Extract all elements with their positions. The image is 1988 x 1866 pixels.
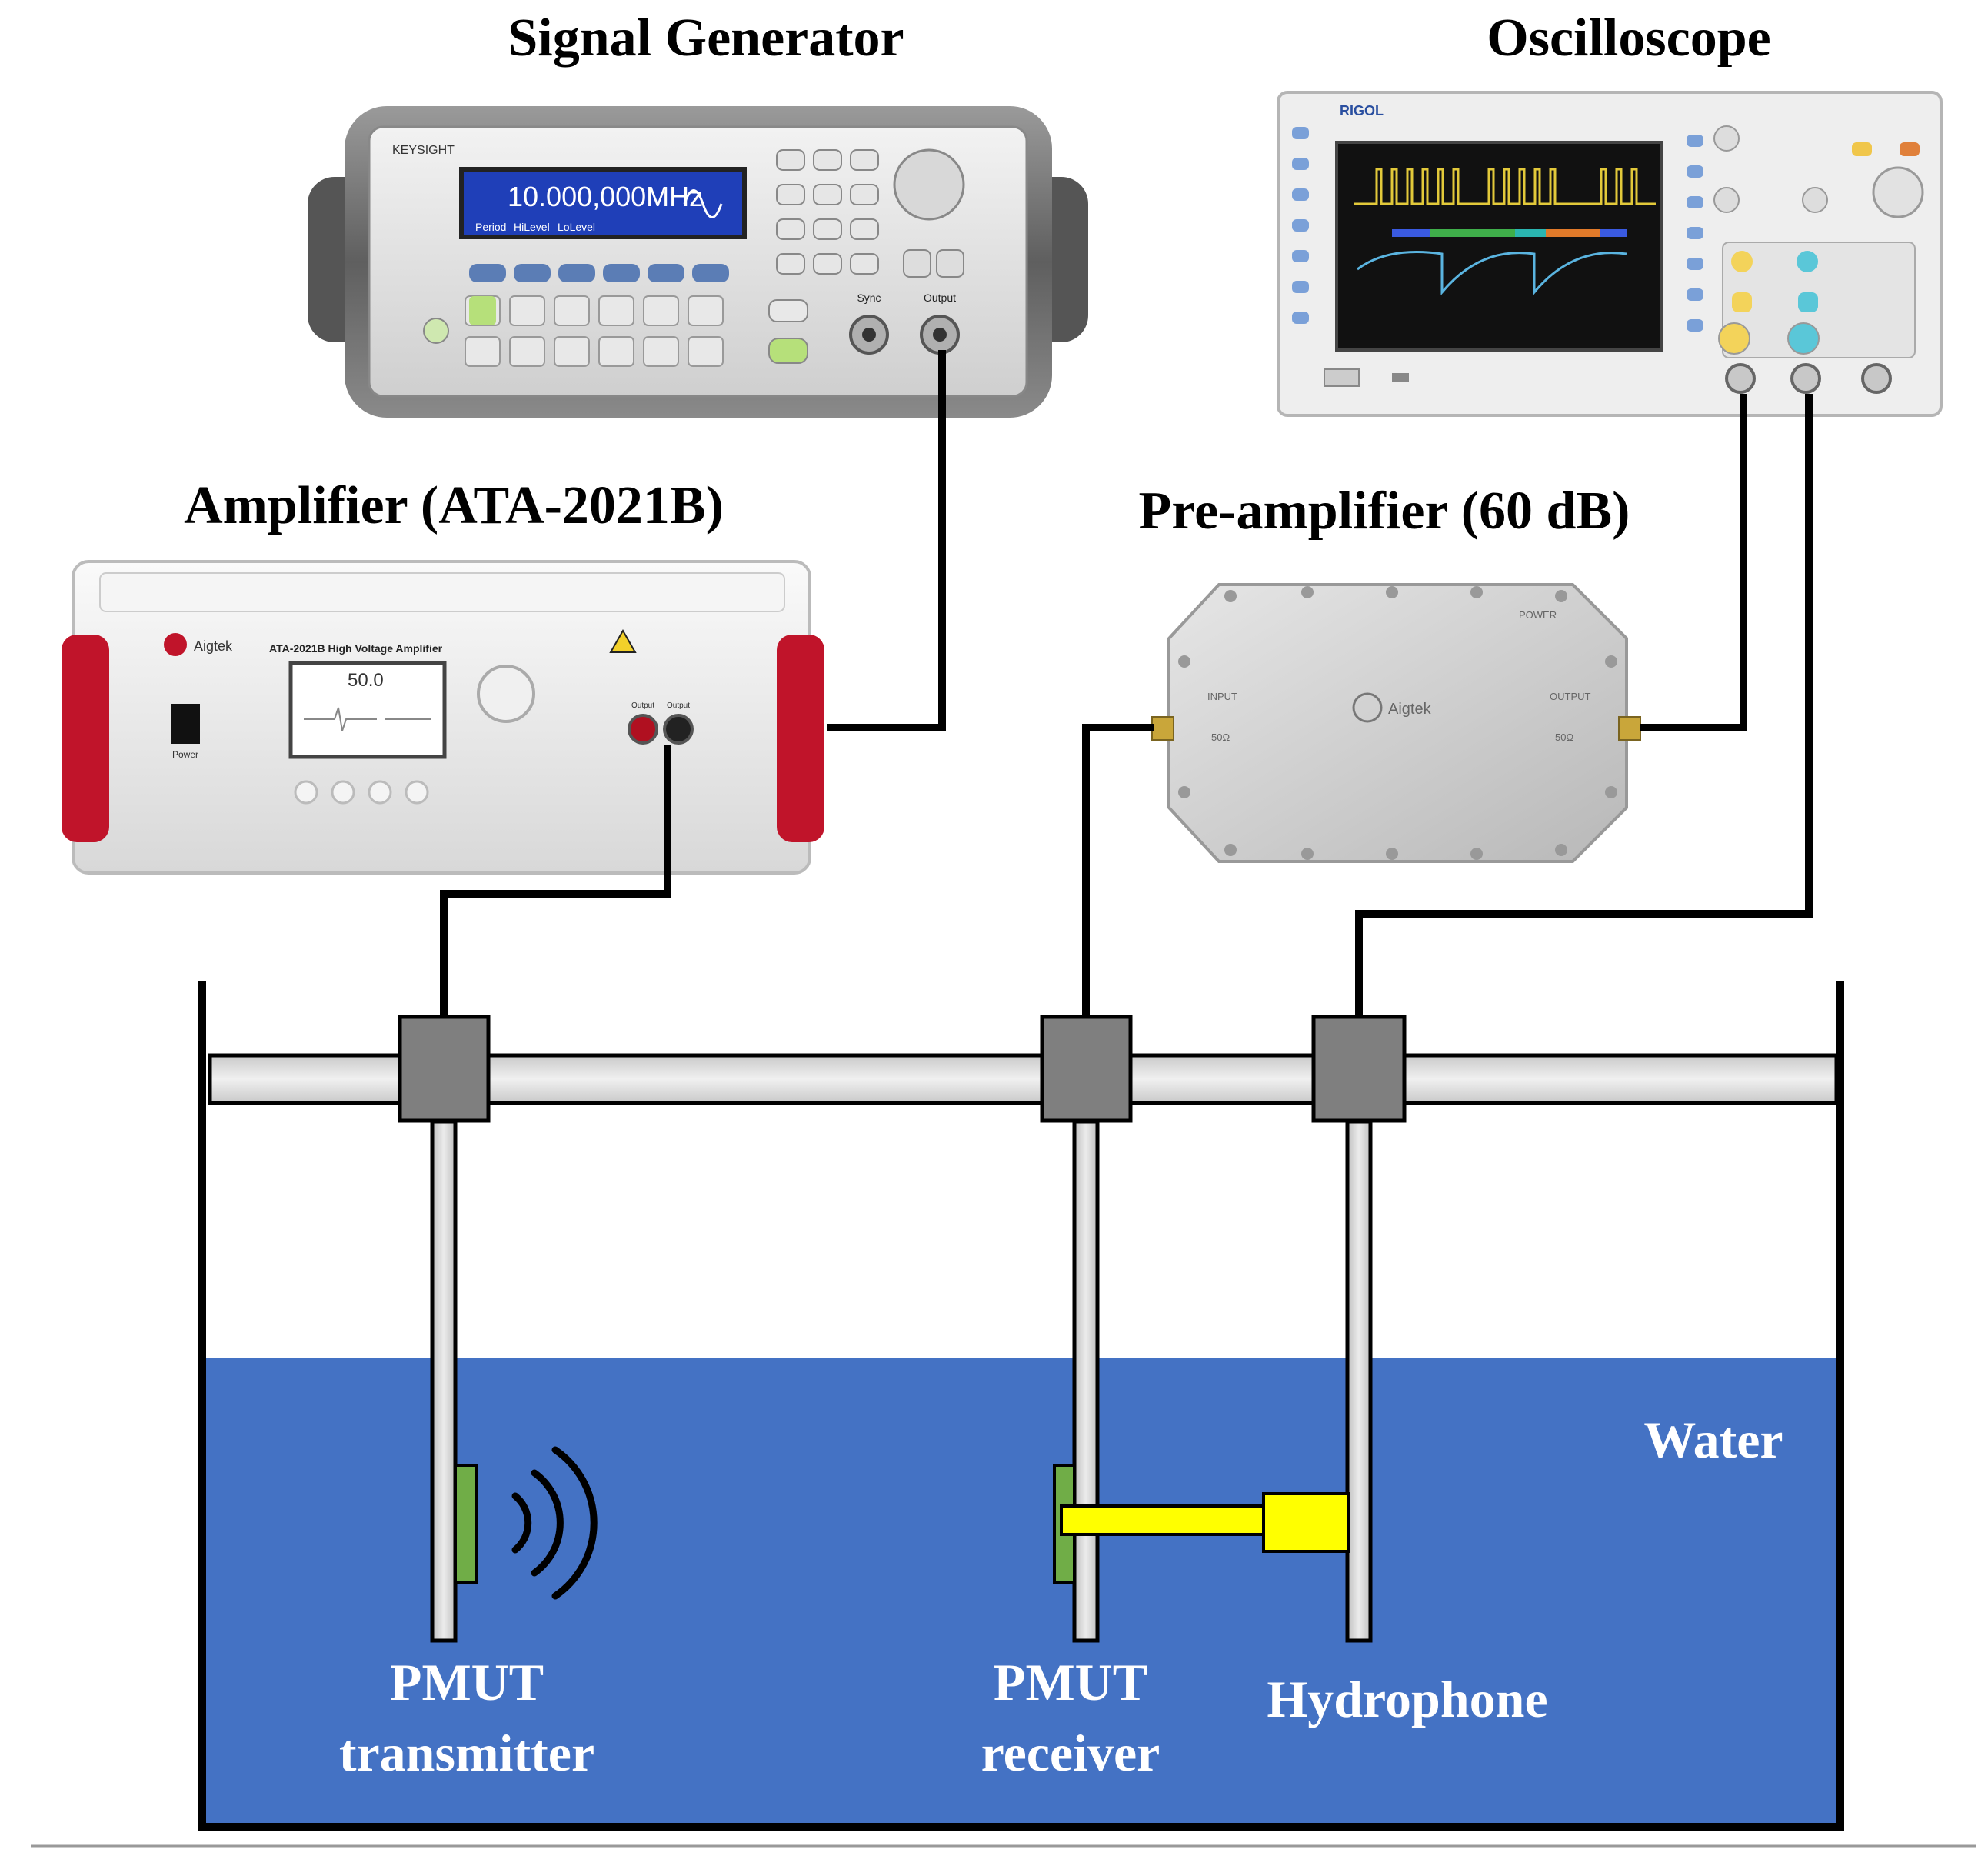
output-label: Output bbox=[924, 292, 956, 304]
preamp-input-sma-connector bbox=[1151, 716, 1174, 741]
hydrophone-clamp bbox=[1311, 1015, 1407, 1123]
sg-softkey-period: Period bbox=[475, 221, 506, 233]
pmut-transmitter-label-line1: PMUT bbox=[390, 1653, 544, 1711]
receiver-rod bbox=[1072, 1119, 1100, 1643]
amplifier: Aigtek ATA-2021B High Voltage Amplifier … bbox=[62, 560, 824, 875]
ch1-bnc-connector bbox=[1725, 363, 1756, 394]
transmitter-clamp bbox=[398, 1015, 491, 1123]
amplifier-buttons bbox=[294, 780, 429, 805]
receiver-clamp bbox=[1040, 1015, 1133, 1123]
sg-softkey-lolevel: LoLevel bbox=[558, 221, 595, 233]
hydrophone-rod bbox=[1345, 1119, 1373, 1643]
aigtek-logo-icon bbox=[164, 633, 187, 656]
preamplifier: POWER Aigtek INPUT 50Ω OUTPUT 50Ω bbox=[1151, 583, 1641, 863]
amplifier-output-port-red bbox=[628, 714, 658, 745]
preamp-output-ohm: 50Ω bbox=[1555, 731, 1573, 743]
water-label: Water bbox=[1643, 1411, 1783, 1469]
amplifier-right-handle bbox=[777, 635, 824, 842]
signal-generator-display-value: 10.000,000MHz bbox=[508, 181, 703, 212]
cable-amplifier-to-transmitter bbox=[440, 745, 671, 1017]
sync-label: Sync bbox=[857, 292, 881, 304]
amplifier-model-text: ATA-2021B High Voltage Amplifier bbox=[269, 642, 443, 655]
amplifier-screen bbox=[288, 661, 447, 759]
preamp-output-label: OUTPUT bbox=[1550, 691, 1591, 702]
rotary-knob-icon bbox=[893, 148, 965, 221]
amplifier-output-label-1: Output bbox=[631, 701, 654, 710]
cables bbox=[440, 350, 1813, 1017]
preamp-input-ohm: 50Ω bbox=[1211, 731, 1230, 743]
amplifier-brand: Aigtek bbox=[194, 638, 233, 654]
warning-icon bbox=[609, 628, 637, 653]
amplifier-output-port-black bbox=[663, 714, 694, 745]
oscilloscope-screen bbox=[1335, 141, 1663, 352]
cable-receiver-to-preamp bbox=[1082, 724, 1154, 1017]
water bbox=[202, 1358, 1840, 1827]
preamp-input-label: INPUT bbox=[1207, 691, 1237, 702]
digital-trace bbox=[1354, 168, 1656, 205]
power-button-icon bbox=[423, 318, 449, 344]
power-label: Power bbox=[172, 749, 198, 760]
preamp-power-label: POWER bbox=[1519, 609, 1557, 621]
pmut-receiver-label-line1: PMUT bbox=[994, 1653, 1147, 1711]
power-switch bbox=[171, 704, 200, 744]
oscilloscope-label: Oscilloscope bbox=[1487, 8, 1770, 68]
signal-generator-screen bbox=[459, 167, 747, 239]
hydrophone-body bbox=[1262, 1492, 1350, 1553]
analog-trace bbox=[1357, 251, 1627, 296]
hydrophone-label: Hydrophone bbox=[1267, 1670, 1547, 1728]
preamp-aigtek-logo-icon bbox=[1352, 692, 1383, 723]
cable-hydrophone-to-oscilloscope bbox=[1355, 394, 1813, 1017]
oscilloscope-left-softkeys bbox=[1292, 127, 1309, 324]
hydrophone-probe bbox=[1060, 1504, 1267, 1536]
preamplifier-label: Pre-amplifier (60 dB) bbox=[1139, 481, 1630, 541]
preamp-brand: Aigtek bbox=[1388, 701, 1432, 718]
usb-port-icon bbox=[1324, 368, 1360, 387]
signal-generator: KEYSIGHT 10.000,000MHz Period HiLevel Lo… bbox=[308, 106, 1088, 418]
pmut-receiver-label-line2: receiver bbox=[981, 1724, 1160, 1782]
amplifier-knob-icon bbox=[477, 665, 535, 723]
cable-generator-to-amplifier bbox=[827, 350, 946, 731]
pmut-transmitter bbox=[454, 1464, 478, 1584]
transmitter-rod bbox=[430, 1119, 458, 1643]
softkey-row bbox=[469, 264, 729, 282]
keysight-logo: KEYSIGHT bbox=[392, 144, 455, 157]
amplifier-display-value: 50.0 bbox=[348, 670, 384, 691]
preamp-output-sma-connector bbox=[1618, 716, 1641, 741]
oscilloscope-knob-icon bbox=[1872, 166, 1924, 218]
signal-generator-label: Signal Generator bbox=[508, 8, 904, 68]
acoustic-wave-icon bbox=[511, 1446, 598, 1600]
ch2-bnc-connector bbox=[1790, 363, 1821, 394]
pmut-transmitter-label-line2: transmitter bbox=[339, 1724, 594, 1782]
oscilloscope-right-softkeys bbox=[1687, 135, 1703, 332]
amplifier-left-handle bbox=[62, 635, 109, 842]
numeric-keypad bbox=[776, 149, 879, 275]
cable-preamp-to-oscilloscope bbox=[1640, 394, 1747, 731]
sg-softkey-hilevel: HiLevel bbox=[514, 221, 550, 233]
rigol-logo: RIGOL bbox=[1340, 103, 1384, 118]
amplifier-label: Amplifier (ATA-2021B) bbox=[184, 476, 724, 535]
tank-walls bbox=[198, 981, 1844, 1831]
amplifier-output-label-2: Output bbox=[667, 701, 690, 710]
oscilloscope: RIGOL bbox=[1277, 91, 1943, 417]
waveform-icon bbox=[683, 189, 723, 218]
